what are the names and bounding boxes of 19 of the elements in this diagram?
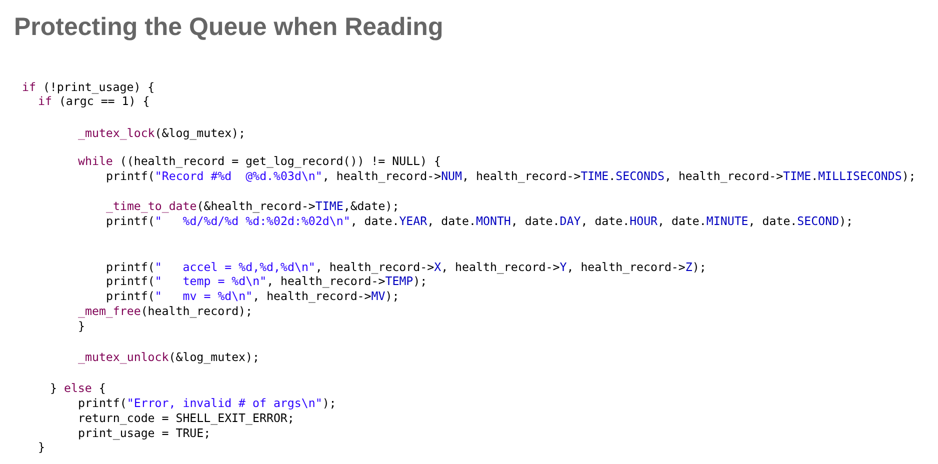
code-line: _mutex_lock(&log_mutex); bbox=[78, 126, 246, 140]
code-line: _time_to_date(&health_record->TIME,&date); bbox=[106, 199, 400, 213]
code-line: _mutex_unlock(&log_mutex); bbox=[78, 350, 260, 364]
code-line: printf("Record #%d @%d.%03d\n", health_record->NUM, health_record->TIME.SECONDS, health_record->TIME.MILLISECONDS); bbox=[106, 169, 916, 183]
code-line: if (argc == 1) { bbox=[38, 94, 150, 108]
code-line: printf(" accel = %d,%d,%d\n", health_record->X, health_record->Y, health_record->Z); bbox=[106, 260, 706, 274]
code-line: } bbox=[38, 440, 45, 454]
code-line: while ((health_record = get_log_record()) != NULL) { bbox=[78, 154, 441, 168]
code-line: printf(" temp = %d\n", health_record->TEMP); bbox=[106, 274, 428, 288]
code-line: printf(" mv = %d\n", health_record->MV); bbox=[106, 289, 400, 303]
code-line: _mem_free(health_record); bbox=[78, 304, 253, 318]
code-line: printf("Error, invalid # of args\n"); bbox=[78, 396, 336, 410]
code-line: if (!print_usage) { bbox=[22, 80, 155, 94]
code-line: print_usage = TRUE; bbox=[78, 426, 211, 440]
slide-title: Protecting the Queue when Reading bbox=[14, 13, 444, 42]
code-line: return_code = SHELL_EXIT_ERROR; bbox=[78, 411, 294, 425]
code-line: printf(" %d/%d/%d %d:%02d:%02d\n", date.YEAR, date.MONTH, date.DAY, date.HOUR, date.MINUTE, date.SECOND); bbox=[106, 214, 854, 228]
code-line: } bbox=[78, 319, 85, 333]
code-line: } else { bbox=[50, 381, 106, 395]
